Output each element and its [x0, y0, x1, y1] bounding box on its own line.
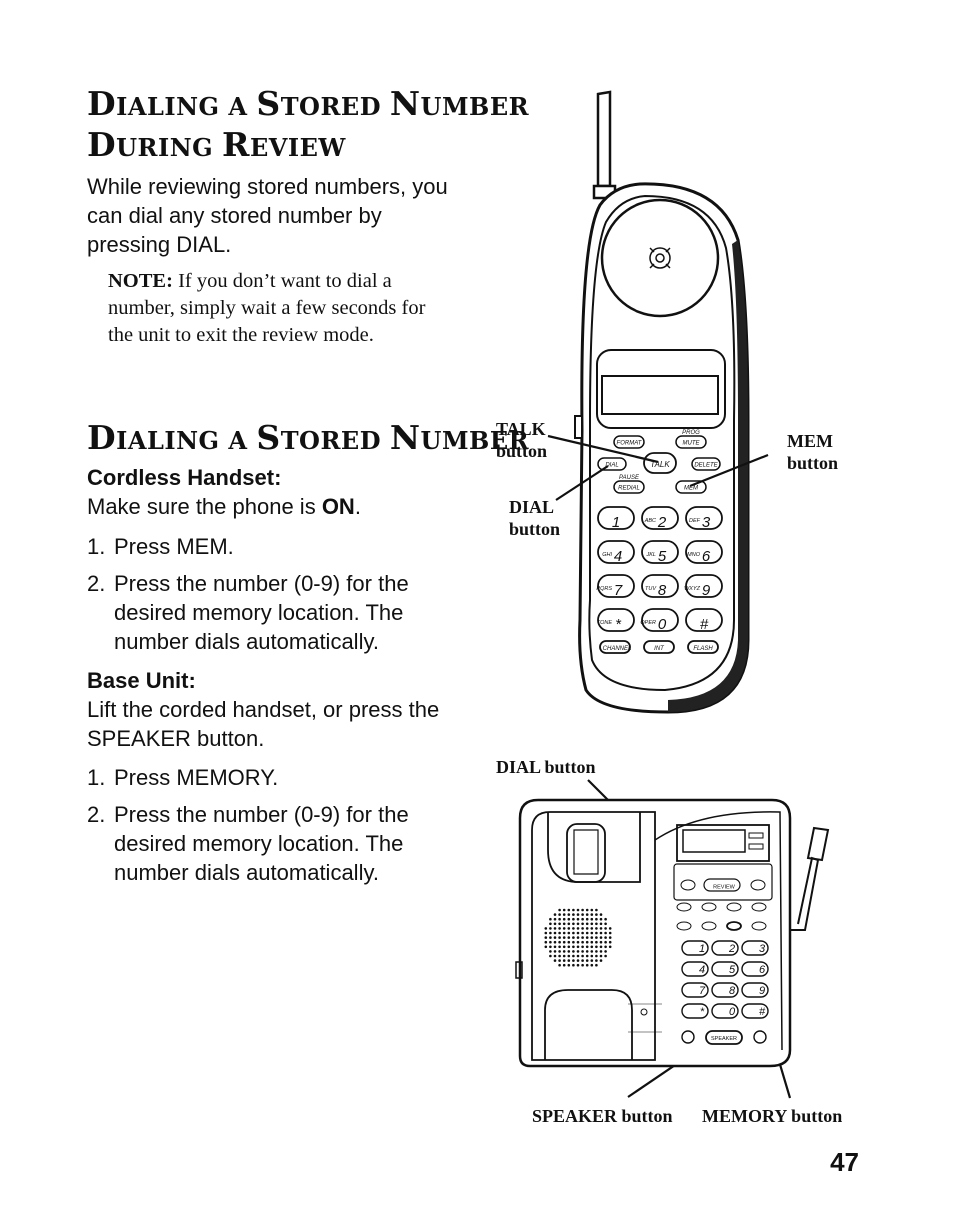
mute-label: MUTE — [683, 441, 701, 447]
base-digit-0: 1 — [699, 943, 705, 955]
intro-paragraph: While reviewing stored numbers, you can … — [87, 174, 448, 257]
base-digit-5: 6 — [759, 964, 766, 976]
base-unit-illustration — [515, 798, 830, 1068]
base-digit-1: 2 — [728, 943, 735, 955]
pause-label: PAUSE — [619, 475, 640, 481]
svg-text:MNO: MNO — [687, 552, 701, 558]
int-label: INT — [654, 646, 665, 652]
svg-text:PQRS: PQRS — [596, 586, 612, 592]
svg-text:OPER: OPER — [640, 620, 656, 626]
base-digit-9: * — [700, 1006, 705, 1018]
cordless-handset-heading: Cordless Handset: — [87, 465, 282, 490]
svg-text:0: 0 — [658, 616, 667, 633]
section-title-dialing-during-review-line2: DURING REVIEW — [87, 125, 346, 164]
format-key — [613, 435, 645, 449]
page-number: 47 — [830, 1147, 859, 1177]
base-digit-labels: 1 2 3 4 5 6 7 8 9 * 0 # — [699, 943, 766, 1018]
mem-key — [675, 480, 707, 494]
handset-key-labels: FORMAT PROG MUTE DIAL TALK DELETE PAUSE … — [603, 430, 719, 652]
base-speaker-grille — [544, 908, 612, 967]
svg-text:TONE: TONE — [597, 620, 613, 626]
svg-text:8: 8 — [658, 582, 667, 599]
base-digit-8: 9 — [759, 985, 765, 997]
delete-key — [691, 457, 721, 471]
section-title-dialing-stored-number: DIALING A STORED NUMBER — [87, 418, 530, 457]
talk-label: TALK — [650, 460, 670, 469]
note-paragraph: NOTE: If you don’t want to dial a number… — [108, 268, 448, 349]
base-digit-11: # — [759, 1006, 766, 1018]
dial-button-callout-base: DIAL button — [496, 757, 596, 777]
dial-label: DIAL — [605, 463, 618, 469]
svg-text:2: 2 — [657, 514, 667, 531]
cordless-handset-illustration — [574, 90, 750, 714]
handset-instruction: Make sure the phone is ON. — [87, 494, 361, 519]
svg-text:DEF: DEF — [689, 518, 701, 524]
svg-text:#: # — [700, 616, 709, 633]
redial-key — [613, 480, 645, 494]
base-digit-6: 7 — [699, 985, 706, 997]
handset-dial-key — [597, 457, 627, 471]
svg-text:7: 7 — [614, 582, 623, 599]
mem-label: MEM — [684, 486, 698, 492]
svg-text:ABC: ABC — [644, 518, 656, 524]
svg-text:TUV: TUV — [645, 586, 657, 592]
base-unit-heading: Base Unit: — [87, 668, 196, 693]
prog-label: PROG — [682, 430, 700, 436]
on-emphasis: ON — [321, 494, 355, 519]
base-digit-2: 3 — [759, 943, 766, 955]
base-instruction: Lift the corded handset, or press the SP… — [87, 697, 440, 751]
svg-text:1: 1 — [612, 514, 620, 531]
base-digit-7: 8 — [729, 985, 736, 997]
base-digit-4: 5 — [729, 964, 736, 976]
base-digit-3: 4 — [699, 964, 705, 976]
format-label: FORMAT — [617, 441, 643, 447]
svg-text:GHI: GHI — [602, 552, 612, 558]
svg-text:4: 4 — [614, 548, 622, 565]
base-speaker-key — [705, 1030, 743, 1045]
svg-text:3: 3 — [702, 514, 711, 531]
svg-text:5: 5 — [658, 548, 667, 565]
review-label: REVIEW — [713, 885, 736, 891]
handset-key-TONE: TONE* — [597, 616, 622, 633]
redial-label: REDIAL — [618, 486, 640, 492]
flash-label: FLASH — [693, 646, 713, 652]
handset-key-1: 1 — [612, 514, 620, 531]
memory-button-callout: MEMORY button — [702, 1106, 843, 1126]
handset-key-#: # — [700, 616, 709, 633]
base-digit-10: 0 — [729, 1006, 736, 1018]
svg-text:9: 9 — [702, 582, 711, 599]
channel-label: CHANNEL — [603, 646, 632, 652]
talk-key — [643, 452, 677, 474]
svg-text:JKL: JKL — [646, 552, 656, 558]
section-title-dialing-during-review-line1: DIALING A STORED NUMBER — [87, 84, 530, 123]
note-label: NOTE: — [108, 270, 173, 292]
svg-text:6: 6 — [702, 548, 711, 565]
svg-text:WXYZ: WXYZ — [684, 586, 701, 592]
svg-text:*: * — [615, 616, 622, 633]
note-text: If you don’t want to dial a number, simp… — [108, 270, 426, 346]
mute-key — [675, 435, 707, 449]
delete-label: DELETE — [694, 463, 718, 469]
base-speaker-label: SPEAKER — [711, 1036, 737, 1042]
speaker-button-callout: SPEAKER button — [532, 1106, 673, 1126]
